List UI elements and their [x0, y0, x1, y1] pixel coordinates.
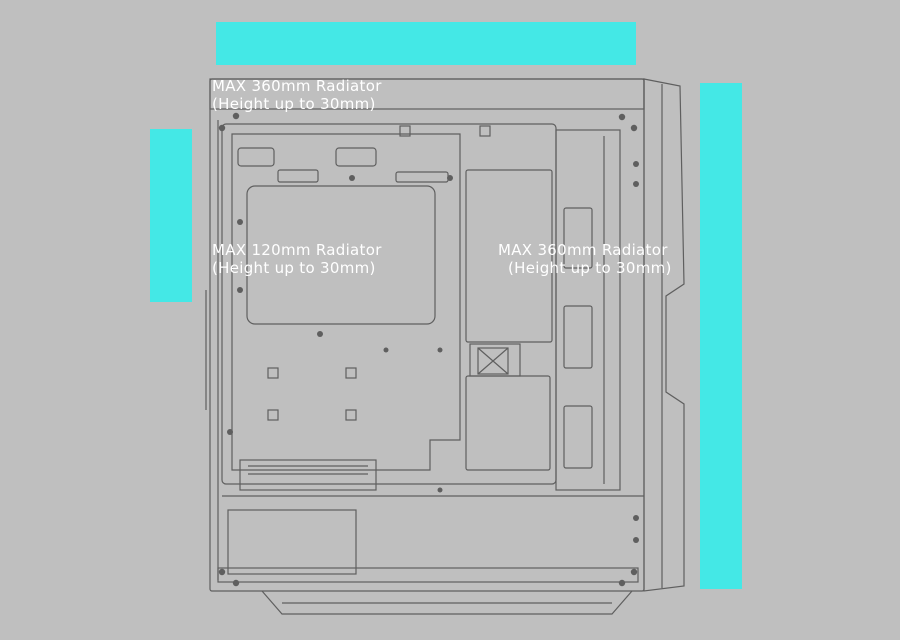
- rear-radiator-label: MAX 120mm Radiator (Height up to 30mm): [212, 241, 382, 277]
- front-radiator-label: MAX 360mm Radiator (Height up to 30mm): [498, 241, 672, 277]
- cpu-cutout: [246, 185, 436, 325]
- front-radiator-label-line1: MAX 360mm Radiator: [498, 241, 668, 259]
- top-radiator-label-line1: MAX 360mm Radiator: [212, 77, 382, 95]
- case-body-outline: [209, 78, 645, 592]
- rear-radiator-label-line1: MAX 120mm Radiator: [212, 241, 382, 259]
- rear-radiator-label-line2: (Height up to 30mm): [212, 259, 376, 277]
- top-radiator-label-line2: (Height up to 30mm): [212, 95, 376, 113]
- front-radiator-zone: [700, 83, 742, 589]
- case-feet: [261, 590, 633, 615]
- psu-window: [227, 509, 357, 575]
- front-radiator-label-line2: (Height up to 30mm): [508, 259, 672, 277]
- motherboard-tray: [221, 123, 557, 485]
- top-radiator-zone: [216, 22, 636, 65]
- pci-slot-area: [239, 459, 377, 491]
- top-radiator-label: MAX 360mm Radiator (Height up to 30mm): [212, 77, 382, 113]
- drive-cage: [465, 169, 553, 343]
- rear-radiator-zone: [150, 129, 192, 302]
- case-front-panel: [643, 78, 685, 592]
- front-fan-rail: [555, 129, 621, 491]
